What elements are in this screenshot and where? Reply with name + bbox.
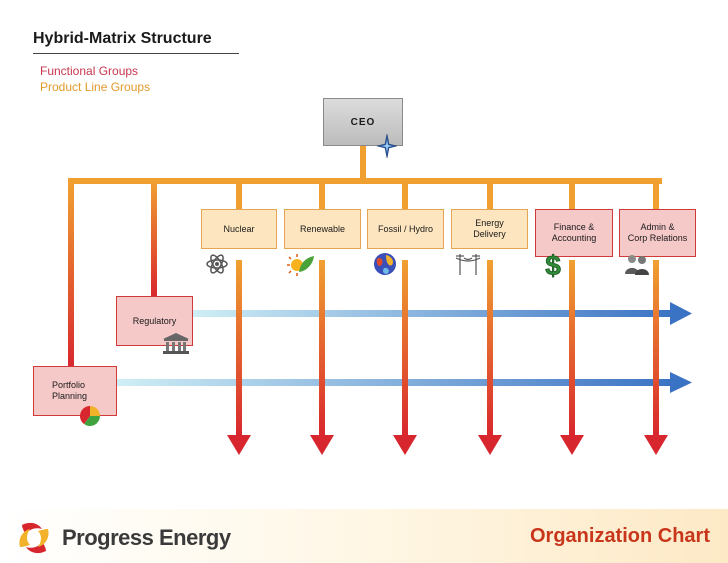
footer-title: Organization Chart: [529, 525, 710, 547]
portfolio-arrow: [117, 372, 692, 393]
power-pole-icon: [455, 254, 481, 275]
renewable-label: Renewable: [299, 223, 346, 234]
finance-accounting-box: Finance & Accounting: [535, 209, 613, 257]
renewable-down-arrow: [310, 260, 334, 455]
legend-product-line-groups: Product Line Groups: [40, 80, 151, 94]
energy-delivery-down-arrow: [478, 260, 502, 455]
people-icon: [625, 255, 649, 275]
sun-leaf-icon: [287, 254, 314, 276]
globe-icon: [374, 253, 396, 275]
portfolio-planning-label: Portfolio Planning: [52, 380, 88, 401]
title-divider: [33, 53, 239, 54]
fossil-hydro-down-arrow: [393, 260, 417, 455]
regulatory-label: Regulatory: [132, 315, 177, 326]
footer-bar: Progress Energy Organization Chart: [0, 509, 728, 563]
ceo-label: CEO: [350, 116, 376, 128]
admin-corp-relations-box: Admin & Corp Relations: [619, 209, 696, 257]
org-bus-line: [68, 178, 662, 184]
page-title: Hybrid-Matrix Structure: [33, 30, 212, 47]
finance-down-arrow: [560, 260, 584, 455]
nuclear-down-arrow: [227, 260, 251, 455]
admin-corp-relations-label: Admin & Corp Relations: [627, 222, 688, 243]
finance-accounting-label: Finance & Accounting: [551, 222, 597, 243]
energy-delivery-label: Energy Delivery: [473, 218, 506, 239]
atom-icon: [206, 254, 228, 274]
fossil-hydro-box: Fossil / Hydro: [367, 209, 444, 249]
nuclear-box: Nuclear: [201, 209, 277, 249]
nuclear-label: Nuclear: [223, 223, 255, 234]
admin-down-arrow: [644, 260, 668, 455]
drop-line-portfolio: [68, 181, 74, 369]
compass-rose-icon: [376, 133, 398, 159]
svg-text:$: $: [545, 250, 561, 280]
fossil-hydro-label: Fossil / Hydro: [377, 223, 433, 234]
pie-chart-icon: [80, 406, 100, 426]
regulatory-arrow: [193, 302, 692, 325]
energy-delivery-box: Energy Delivery: [451, 209, 528, 249]
legend-functional-groups: Functional Groups: [40, 64, 139, 78]
dollar-icon: $: [545, 250, 562, 280]
drop-line-regulatory: [151, 181, 157, 298]
building-icon: [163, 333, 189, 354]
renewable-box: Renewable: [284, 209, 361, 249]
brand-name: Progress Energy: [62, 525, 231, 550]
portfolio-planning-box: Portfolio Planning: [33, 366, 117, 416]
ceo-trunk-line: [360, 146, 366, 182]
ceo-box: CEO: [323, 98, 403, 146]
progress-energy-logo: [19, 522, 49, 554]
